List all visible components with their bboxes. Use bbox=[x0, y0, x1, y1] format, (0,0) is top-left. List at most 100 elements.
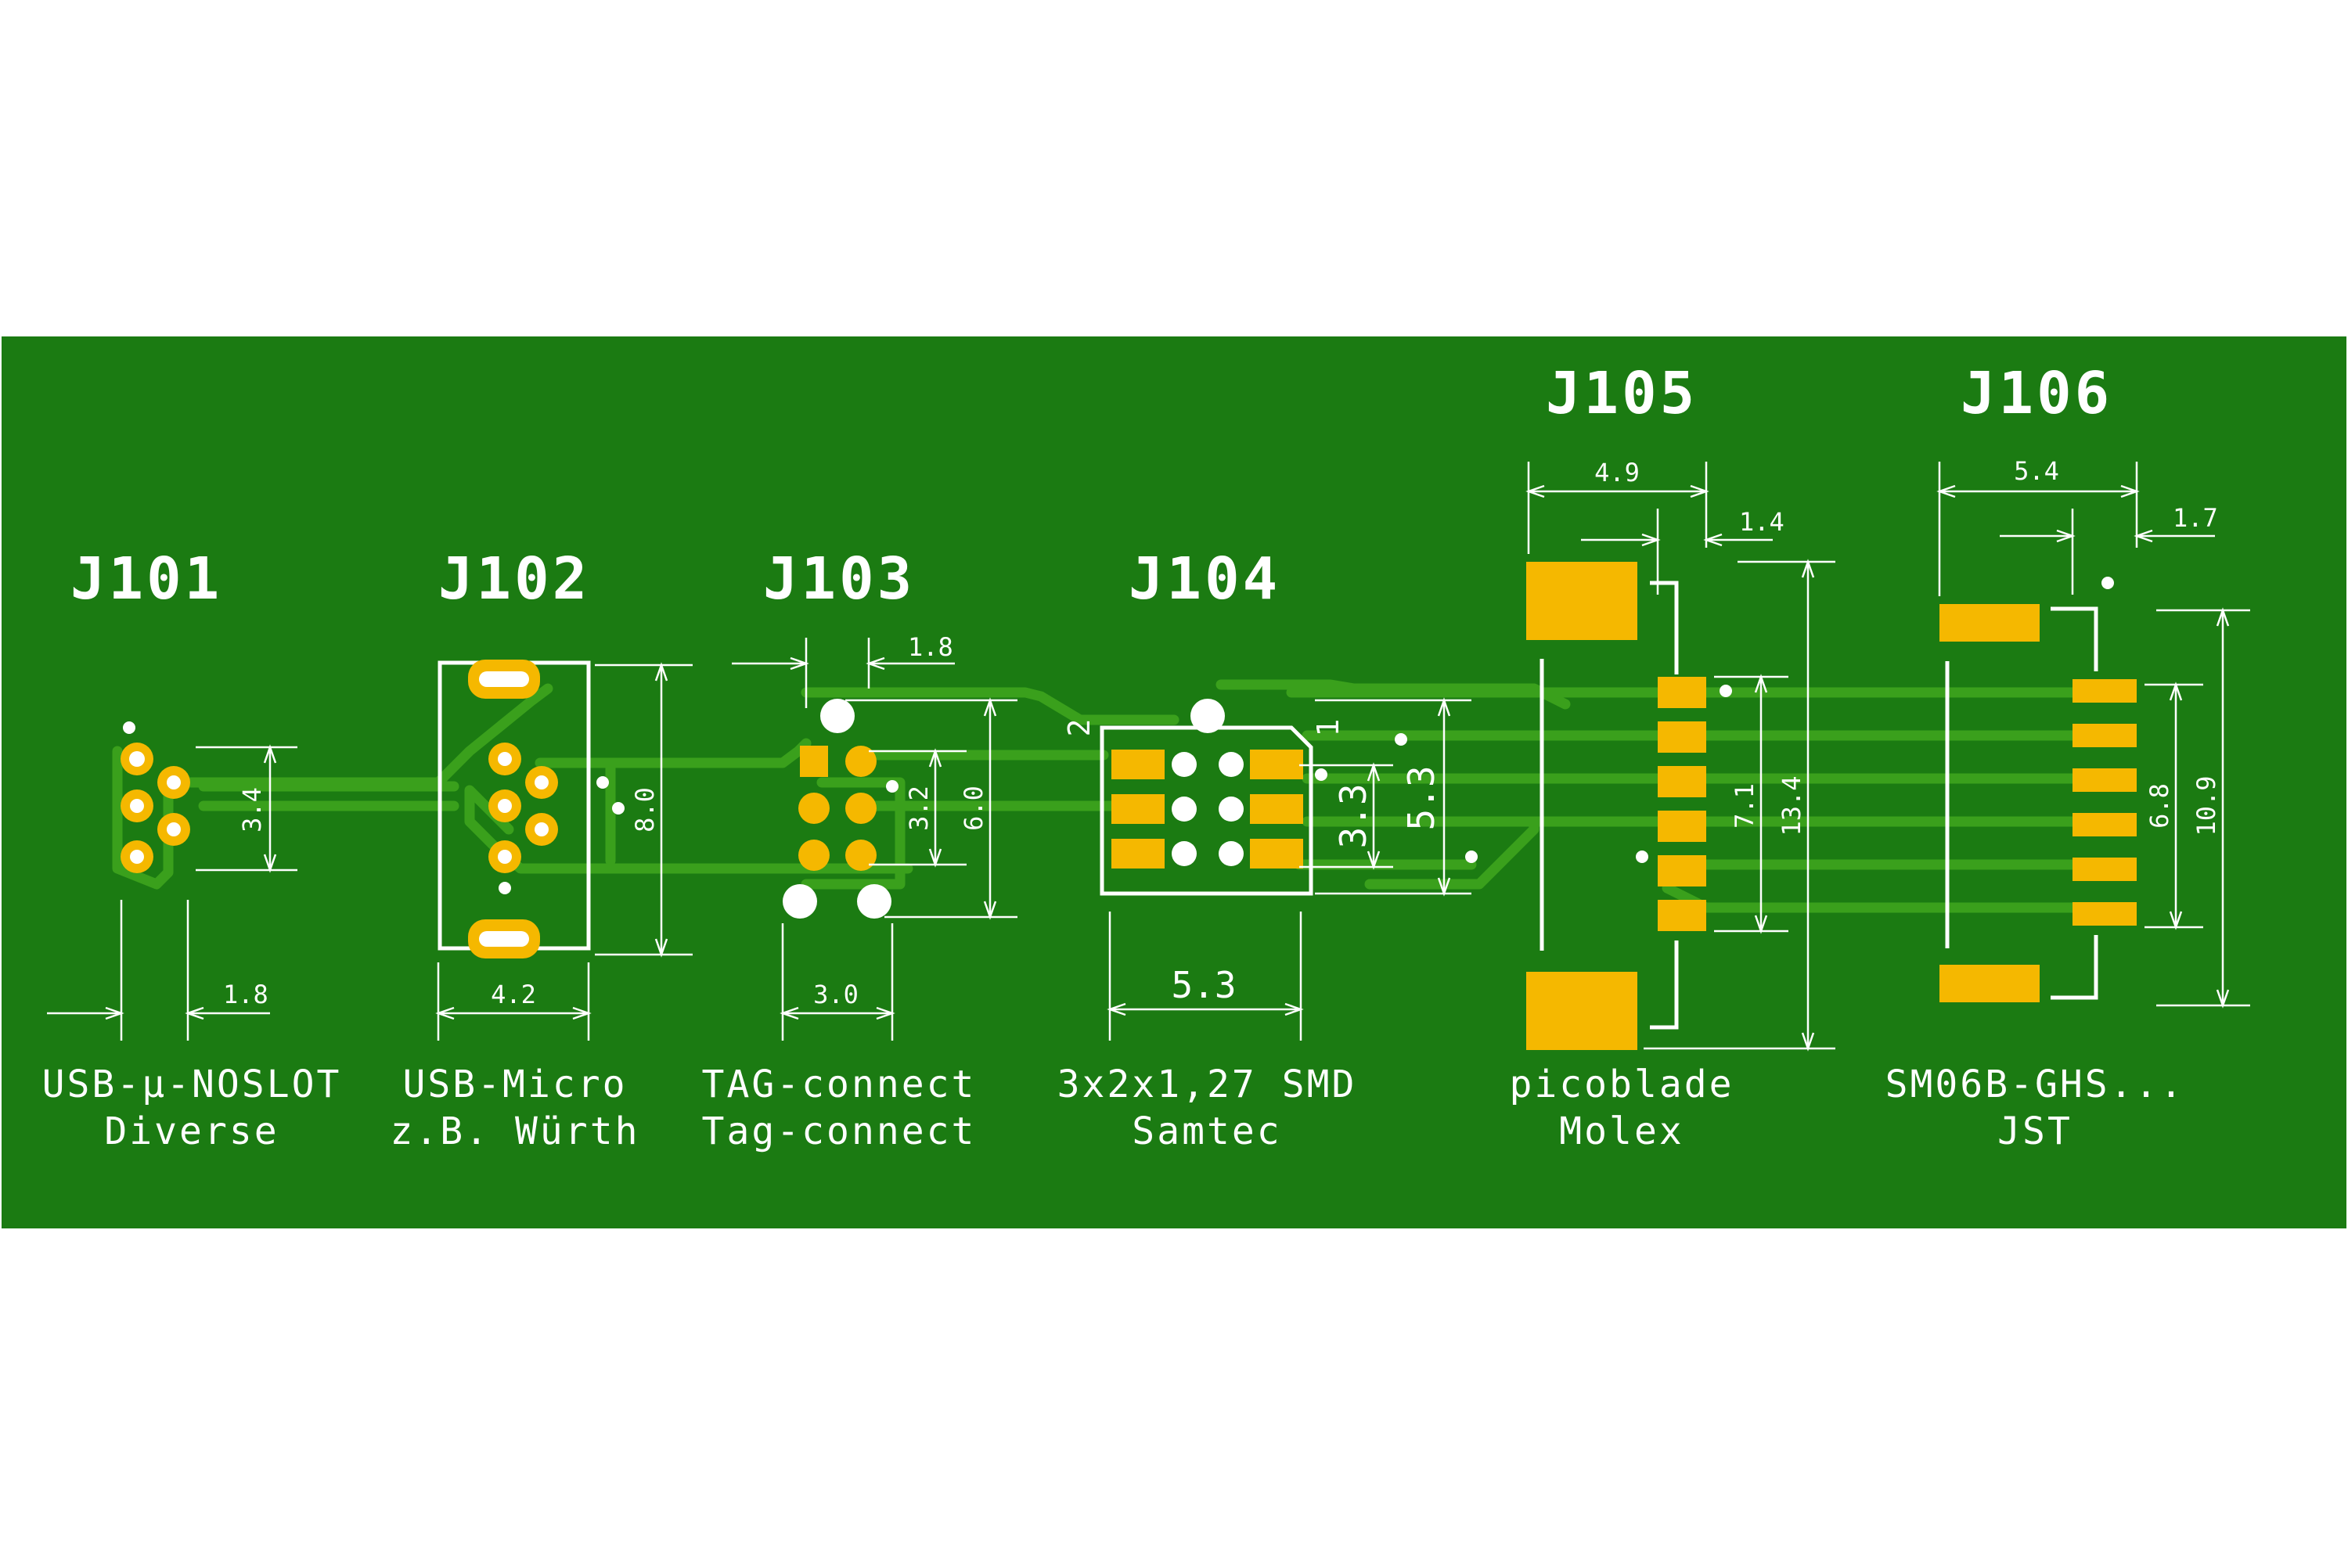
connector-j104: J104 2 1 bbox=[1057, 545, 1478, 1153]
via bbox=[1395, 733, 1407, 746]
pad bbox=[2073, 724, 2137, 747]
connector-name: USB-Micro bbox=[402, 1063, 627, 1106]
dimension-label: 5.3 bbox=[1171, 964, 1236, 1006]
pad bbox=[1658, 811, 1706, 842]
dimension-label: 1.8 bbox=[223, 980, 268, 1009]
trace bbox=[464, 785, 913, 874]
hole bbox=[1172, 841, 1197, 866]
pad-center bbox=[535, 822, 549, 836]
pad bbox=[845, 793, 877, 824]
dimension-label: 5.4 bbox=[2014, 456, 2059, 486]
trace bbox=[1215, 679, 1571, 710]
alignment-hole bbox=[1190, 699, 1225, 733]
dimension-lines bbox=[1107, 697, 1471, 1041]
via bbox=[596, 776, 609, 789]
dimension-lines bbox=[47, 744, 297, 1041]
pad bbox=[2073, 858, 2137, 881]
dimension-label: 10.9 bbox=[2191, 775, 2221, 836]
dimension-label: 4.9 bbox=[1594, 458, 1640, 487]
pad bbox=[1658, 721, 1706, 753]
pad bbox=[1250, 794, 1303, 824]
pad-center bbox=[167, 775, 181, 789]
silkscreen-outline bbox=[1650, 940, 1679, 1030]
pad bbox=[1111, 750, 1165, 779]
connector-vendor: JST bbox=[1997, 1109, 2073, 1153]
ref-designator: J106 bbox=[1961, 360, 2112, 427]
silkscreen-outline bbox=[2051, 935, 2098, 1000]
silkscreen-outline bbox=[2051, 606, 2098, 671]
connector-name: TAG-connect bbox=[702, 1063, 977, 1106]
dimension-label: 8.0 bbox=[630, 787, 660, 833]
trace bbox=[801, 687, 1179, 725]
mounting-pad bbox=[1939, 965, 2040, 1002]
dimension-label: 1.4 bbox=[1739, 507, 1784, 537]
connector-vendor: Molex bbox=[1559, 1109, 1684, 1153]
via bbox=[1636, 851, 1648, 863]
pad-center bbox=[130, 752, 144, 766]
hole bbox=[1172, 752, 1197, 777]
pad-center bbox=[535, 775, 549, 789]
pad bbox=[1658, 766, 1706, 797]
trace bbox=[801, 777, 906, 890]
trace bbox=[1364, 816, 1540, 890]
alignment-hole bbox=[783, 884, 817, 919]
pad bbox=[845, 840, 877, 871]
shield-slot bbox=[479, 931, 529, 947]
dimension-lines bbox=[732, 638, 1017, 1041]
pad-center bbox=[130, 799, 144, 813]
via bbox=[886, 780, 899, 793]
dimension-label: 5.3 bbox=[1400, 765, 1442, 830]
pad bbox=[1111, 794, 1165, 824]
dimension-label: 6.8 bbox=[2145, 783, 2174, 829]
dimension-label: 6.0 bbox=[959, 786, 989, 831]
connector-vendor: Samtec bbox=[1132, 1109, 1281, 1153]
dimension-lines bbox=[435, 662, 693, 1041]
dimension-label: 3.4 bbox=[237, 787, 267, 833]
hole bbox=[1219, 797, 1244, 822]
pad bbox=[1658, 855, 1706, 886]
ref-designator: J103 bbox=[763, 545, 915, 613]
hole bbox=[1219, 841, 1244, 866]
pad-center bbox=[167, 822, 181, 836]
dimension-label: 3.0 bbox=[813, 980, 859, 1009]
silkscreen-outline bbox=[1650, 581, 1679, 674]
pad-center bbox=[130, 850, 144, 864]
ref-designator: J102 bbox=[438, 545, 590, 613]
via bbox=[1465, 851, 1478, 863]
ref-designator: J104 bbox=[1129, 545, 1280, 613]
pad bbox=[2073, 813, 2137, 836]
pad-1 bbox=[800, 746, 828, 777]
alignment-hole bbox=[820, 699, 855, 733]
mounting-pad bbox=[1526, 972, 1637, 1050]
via bbox=[2101, 577, 2114, 589]
connector-vendor: z.B. Würth bbox=[391, 1109, 640, 1153]
mounting-pad bbox=[1939, 604, 2040, 642]
via bbox=[123, 721, 135, 734]
connector-vendor: Tag-connect bbox=[702, 1109, 977, 1153]
pad bbox=[798, 793, 830, 824]
shield-slot bbox=[479, 671, 529, 687]
pin-label-2: 2 bbox=[1062, 719, 1097, 737]
via bbox=[1720, 685, 1732, 697]
connector-j101: J101 3.4 1.8 USB-µ-NO bbox=[42, 545, 340, 1153]
dimension-label: 13.4 bbox=[1777, 775, 1806, 836]
via bbox=[612, 802, 625, 815]
pad bbox=[1111, 839, 1165, 869]
pad bbox=[845, 746, 877, 777]
dimension-label: 7.1 bbox=[1730, 783, 1759, 829]
pin-label-1: 1 bbox=[1311, 719, 1345, 737]
connector-vendor: Diverse bbox=[104, 1109, 279, 1153]
mounting-pad bbox=[1526, 562, 1637, 640]
dimension-label: 4.2 bbox=[491, 980, 536, 1009]
pad bbox=[1250, 839, 1303, 869]
ref-designator: J105 bbox=[1546, 360, 1698, 427]
pad-center bbox=[498, 799, 512, 813]
via bbox=[499, 882, 511, 894]
pad bbox=[2073, 768, 2137, 792]
dimension-lines bbox=[1936, 462, 2250, 1009]
dimension-label: 3.2 bbox=[904, 786, 934, 831]
dimension-lines bbox=[1525, 462, 1835, 1052]
pad bbox=[1250, 750, 1303, 779]
